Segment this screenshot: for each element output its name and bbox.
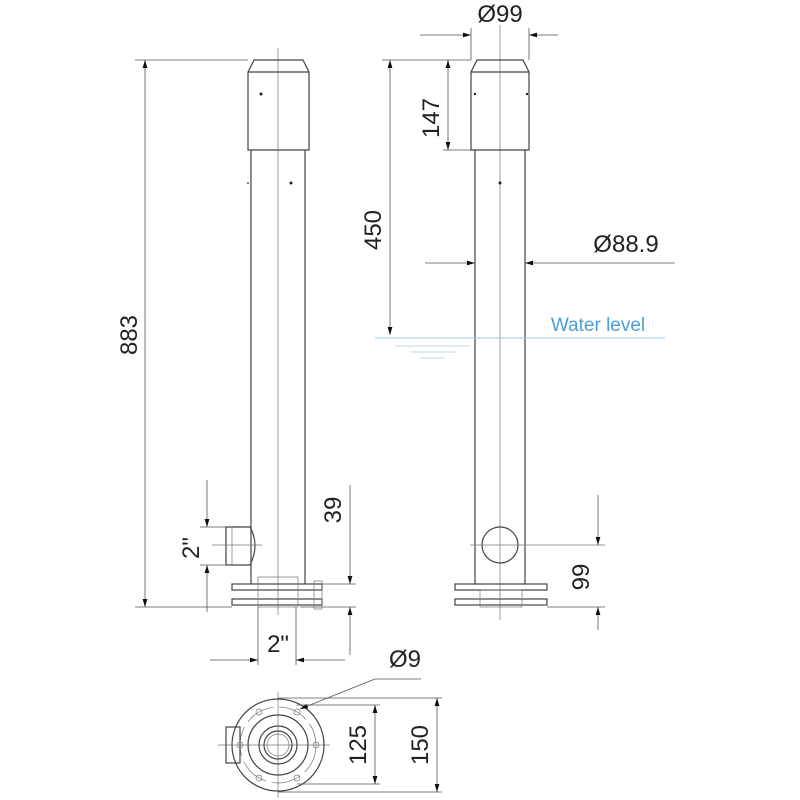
water-level-indicator: Water level: [375, 315, 665, 359]
dim-bottom-outlet-label: 2": [267, 631, 289, 658]
dim-side-inlet-label: 2": [178, 537, 205, 559]
dimension-bottom-outlet: 2": [210, 607, 345, 665]
dim-water-depth-label: 450: [360, 210, 387, 250]
side-view-left: [212, 48, 323, 615]
dimension-inlet-height: 99: [547, 495, 605, 630]
dimension-pipe-diameter: Ø88.9: [425, 231, 675, 266]
dim-pipe-diameter-label: Ø88.9: [593, 231, 658, 258]
water-level-label: Water level: [551, 315, 645, 336]
bottom-view: [218, 692, 330, 798]
dimension-inlet-offset: 39: [300, 485, 356, 655]
dim-overall-height-label: 883: [116, 315, 143, 355]
dim-bolt-hole-label: Ø9: [389, 646, 421, 673]
dimension-bolt-circle: 125: [297, 704, 380, 785]
dim-bolt-circle-label: 125: [345, 725, 372, 765]
dim-cap-diameter-label: Ø99: [477, 1, 522, 28]
dim-cap-height-label: 147: [418, 98, 445, 138]
dimension-flange-diameter: 150: [278, 697, 442, 793]
dimension-cap-diameter: Ø99: [420, 1, 558, 60]
dimension-cap-height: 147: [418, 60, 471, 151]
dimension-overall-height: 883: [116, 59, 248, 608]
dimension-water-depth: 450: [360, 59, 471, 335]
dimension-side-inlet: 2": [178, 480, 226, 612]
front-view-right: [454, 25, 605, 620]
dim-inlet-height-label: 99: [568, 564, 595, 591]
dim-flange-diameter-label: 150: [407, 725, 434, 765]
dim-inlet-offset-label: 39: [320, 497, 347, 524]
dimension-bolt-hole: Ø9: [299, 646, 421, 710]
